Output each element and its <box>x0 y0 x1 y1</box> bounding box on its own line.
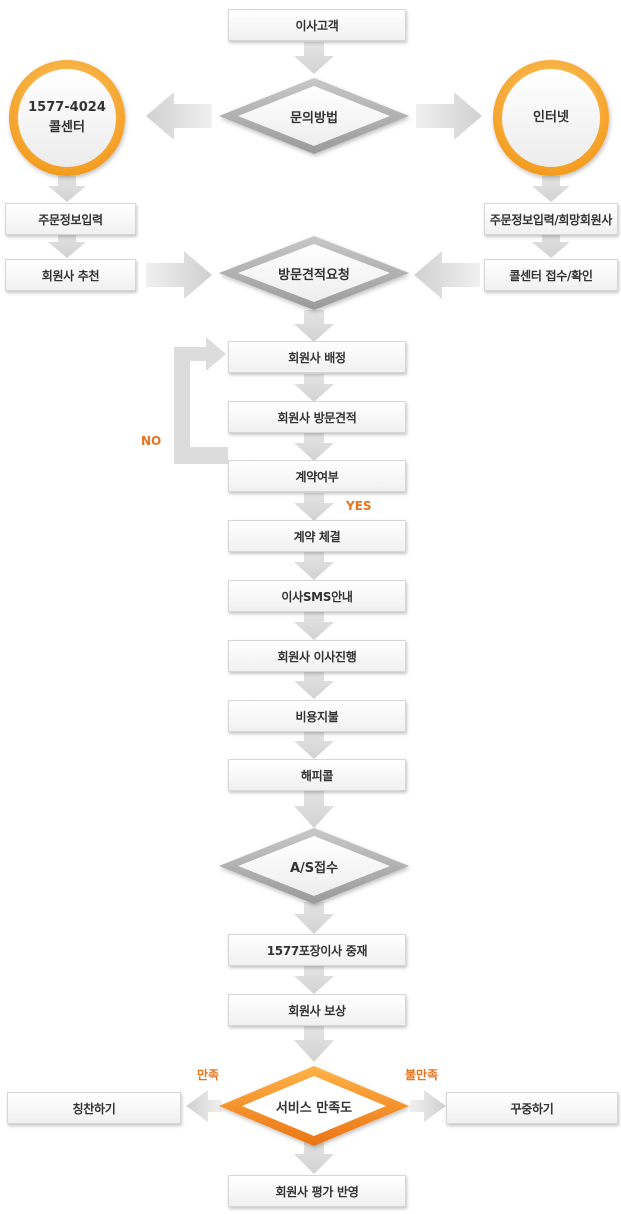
order-info-box: 주문정보입력 <box>5 203 136 235</box>
down-arrow-icon <box>294 493 334 521</box>
left-arrow-icon <box>186 1090 222 1122</box>
assign-member-box: 회원사 배정 <box>228 341 406 373</box>
right-arrow-icon <box>146 251 212 299</box>
yes-label: YES <box>346 499 372 513</box>
compensation-box: 회원사 보상 <box>228 994 406 1026</box>
down-arrow-icon <box>294 731 334 759</box>
as-receipt-diamond <box>219 828 409 904</box>
contract-check-box: 계약여부 <box>228 460 406 492</box>
sms-notice-box: 이사SMS안내 <box>228 580 406 612</box>
satisfaction-diamond <box>219 1066 409 1146</box>
customer-box: 이사고객 <box>228 9 406 41</box>
down-arrow-icon <box>294 552 334 580</box>
call-center-circle <box>9 60 125 176</box>
visit-request-label: 방문견적요청 <box>278 267 350 283</box>
down-arrow-icon <box>294 1026 334 1062</box>
right-arrow-icon <box>416 92 482 140</box>
praise-box: 칭찬하기 <box>7 1092 181 1124</box>
down-arrow-icon <box>294 671 334 699</box>
recommend-member-box: 회원사 추천 <box>5 259 136 291</box>
reflect-evaluation-box: 회원사 평가 반영 <box>228 1175 406 1207</box>
call-center-confirm-box: 콜센터 접수/확인 <box>484 259 618 291</box>
inquiry-method-diamond <box>219 78 409 154</box>
complaint-box: 꾸중하기 <box>446 1092 618 1124</box>
happy-call-box: 해피콜 <box>228 759 406 791</box>
call-center-label: 1577-4024 콜센터 <box>28 100 106 135</box>
inquiry-method-label: 문의방법 <box>290 110 338 126</box>
down-arrow-icon <box>532 176 570 202</box>
down-arrow-icon <box>294 433 334 461</box>
left-arrow-icon <box>414 251 480 299</box>
down-arrow-icon <box>294 374 334 402</box>
down-arrow-icon <box>532 230 570 258</box>
order-info-member-box: 주문정보입력/희망회원사 <box>484 203 618 235</box>
down-arrow-icon <box>294 790 334 828</box>
down-arrow-icon <box>294 902 334 934</box>
down-arrow-icon <box>294 310 334 342</box>
down-arrow-icon <box>294 1140 334 1174</box>
down-arrow-icon <box>294 42 334 74</box>
down-arrow-icon <box>48 230 86 258</box>
no-label: NO <box>141 434 162 448</box>
down-arrow-icon <box>294 612 334 640</box>
mediation-box: 1577포장이사 중재 <box>228 934 406 966</box>
satisfaction-label: 서비스 만족도 <box>275 1100 353 1116</box>
internet-circle <box>493 60 609 176</box>
visit-estimate-box: 회원사 방문견적 <box>228 401 406 433</box>
down-arrow-icon <box>294 966 334 994</box>
unsatisfied-label: 불만족 <box>405 1068 439 1082</box>
right-arrow-icon <box>410 1090 446 1122</box>
left-arrow-icon <box>146 92 212 140</box>
down-arrow-icon <box>48 176 86 202</box>
as-receipt-label: A/S접수 <box>289 860 339 876</box>
loop-back-arrow-icon <box>174 337 228 464</box>
contract-sign-box: 계약 체결 <box>228 520 406 552</box>
visit-request-diamond <box>219 236 409 310</box>
moving-progress-box: 회원사 이사진행 <box>228 640 406 672</box>
satisfied-label: 만족 <box>197 1068 220 1082</box>
payment-box: 비용지불 <box>228 700 406 732</box>
internet-label: 인터넷 <box>533 110 569 125</box>
